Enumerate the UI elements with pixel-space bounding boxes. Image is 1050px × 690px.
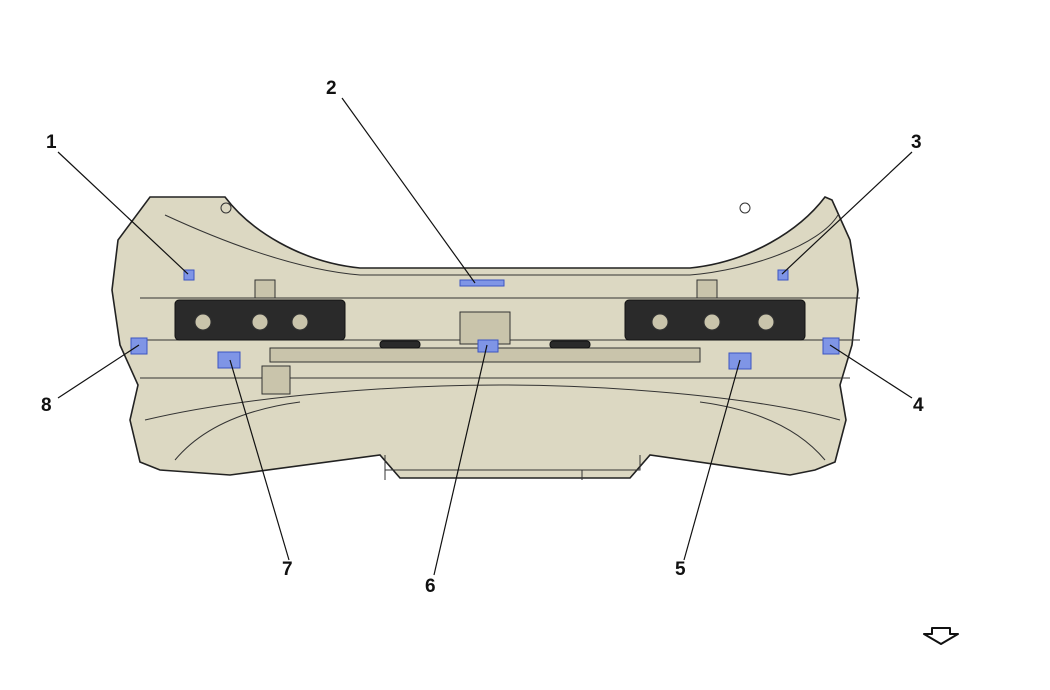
leader-4 — [829, 344, 913, 399]
sensor-6 — [477, 339, 499, 353]
sensor-1 — [183, 269, 195, 281]
sensor-2 — [459, 279, 505, 287]
leader-lines — [57, 97, 913, 576]
lower-skirt-line — [144, 384, 841, 421]
mount-hole-right — [739, 202, 751, 214]
diffuser-right-curve — [699, 401, 826, 461]
callout-5: 5 — [675, 559, 686, 580]
callout-labels: 1 2 3 4 5 6 7 8 — [41, 78, 924, 597]
leader-8 — [57, 344, 140, 399]
parking-sensors — [130, 269, 840, 370]
upper-recess-curve — [164, 214, 839, 276]
forward-direction-arrow-icon — [923, 627, 959, 645]
callout-2: 2 — [326, 78, 337, 99]
callout-7: 7 — [282, 559, 293, 580]
leader-2 — [341, 97, 476, 284]
callout-6: 6 — [425, 576, 436, 597]
mount-hole-left — [220, 202, 232, 214]
diffuser-left-curve — [174, 401, 301, 461]
sensor-7 — [217, 351, 241, 369]
center-lower-panel — [384, 455, 641, 471]
right-lamp-housing — [624, 279, 806, 341]
bumper-assembly — [111, 196, 860, 480]
leader-3 — [781, 151, 913, 275]
leader-7 — [229, 359, 290, 561]
sensor-8 — [130, 337, 148, 355]
callout-1: 1 — [46, 132, 57, 153]
callout-4: 4 — [913, 395, 924, 416]
left-lamp-housing — [174, 279, 346, 341]
lower-left-bracket — [261, 365, 291, 395]
leader-1 — [57, 151, 189, 275]
callout-8: 8 — [41, 395, 52, 416]
leader-6 — [433, 344, 488, 576]
callout-3: 3 — [911, 132, 922, 153]
sensor-3 — [777, 269, 789, 281]
leader-5 — [683, 359, 741, 561]
